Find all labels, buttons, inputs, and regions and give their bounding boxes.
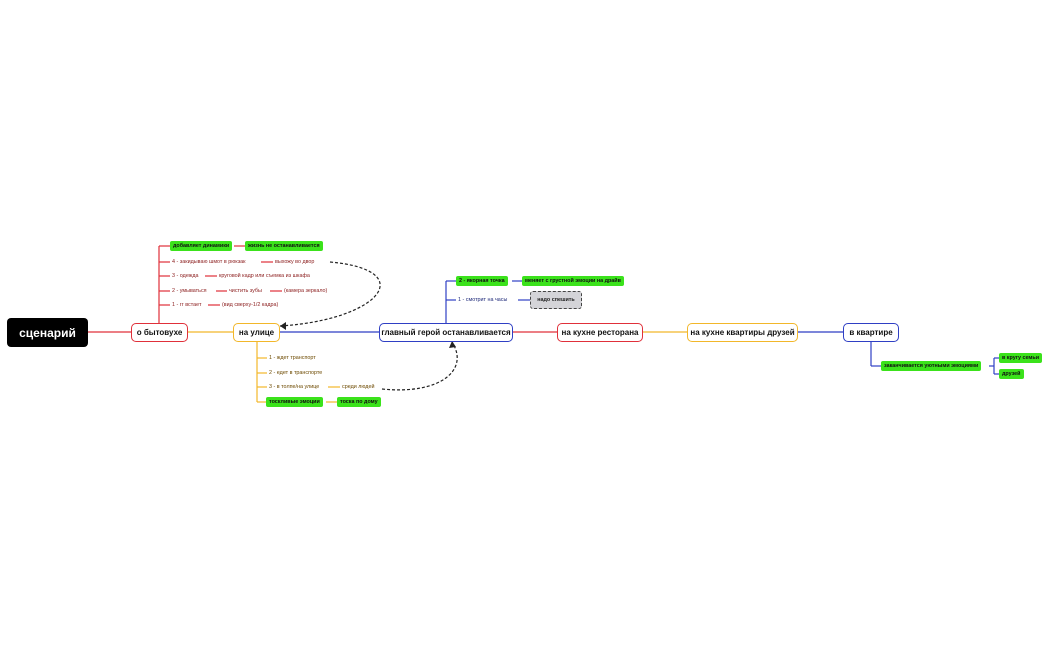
everyday-step-2-note[interactable]: (камера зеркало) [284,288,328,294]
tag-homesick[interactable]: тоска по дому [337,397,381,407]
everyday-step-3-next[interactable]: круговой кадр или съемка из шкафа [219,273,310,279]
street-step-1[interactable]: 1 - ждет транспорт [269,355,316,361]
node-apartment[interactable]: в квартире [843,323,899,342]
tag-emotion-change[interactable]: меняет с грустной эмоции на драйв [522,276,624,286]
tag-life[interactable]: жизнь не останавливается [245,241,323,251]
street-step-3[interactable]: 3 - в толпе/на улице [269,384,320,390]
street-step-2[interactable]: 2 - едет в транспорте [269,370,323,376]
tag-family-circle[interactable]: в кругу семьи [999,353,1043,363]
everyday-step-2[interactable]: 2 - умываться [172,288,207,294]
tag-friends[interactable]: друзей [999,369,1024,379]
node-friends-kitchen[interactable]: на кухне квартиры друзей [687,323,798,342]
everyday-step-1[interactable]: 1 - гг встает [172,302,202,308]
everyday-step-3[interactable]: 3 - одежда [172,273,199,279]
street-step-3-next[interactable]: среди людей [342,384,375,390]
tag-cozy-ending[interactable]: заканчивается уютными эмоциями [881,361,982,371]
tag-dynamics[interactable]: добавляет динамики [170,241,233,251]
everyday-step-4-next[interactable]: выхожу во двор [275,259,315,265]
note-hurry[interactable]: надо спешить [530,291,582,309]
everyday-step-2-next[interactable]: чистить зубы [229,288,262,294]
hero-step-watch[interactable]: 1 - смотрит на часы [458,297,508,303]
root-node[interactable]: сценарий [7,318,88,347]
node-everyday[interactable]: о бытовухе [131,323,188,342]
node-hero-stops[interactable]: главный герой останавливается [379,323,513,342]
node-restaurant-kitchen[interactable]: на кухне ресторана [557,323,643,342]
tag-sad-emotions[interactable]: тоскливые эмоции [266,397,323,407]
node-street[interactable]: на улице [233,323,280,342]
everyday-step-4[interactable]: 4 - закидываю шмот в рюкзак [172,259,246,265]
everyday-step-1-next[interactable]: (вид сверху-1/2 кадра) [222,302,279,308]
tag-anchor-point[interactable]: 2 - якорная точка [456,276,508,286]
